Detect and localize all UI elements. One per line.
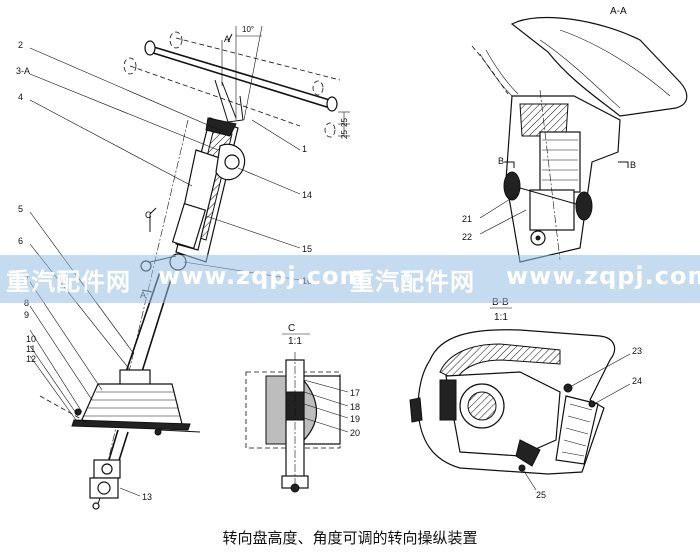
part-label-17: 17 — [350, 388, 360, 398]
part-label-19: 19 — [350, 414, 360, 424]
part-label-4: 4 — [18, 92, 23, 102]
section-bb-view — [409, 307, 631, 491]
part-label-10: 10 — [26, 334, 36, 344]
section-b-left-label: B — [498, 156, 504, 166]
part-label-24: 24 — [632, 376, 642, 386]
steering-wheel-main — [144, 40, 338, 123]
section-c-marker-label: C — [145, 210, 152, 220]
part-label-14: 14 — [302, 190, 312, 200]
part-label-20: 20 — [350, 428, 360, 438]
part-label-25: 25 — [536, 490, 546, 500]
part-label-3a: 3-A — [16, 66, 30, 76]
section-aa-view — [471, 16, 688, 263]
section-c-scale: 1:1 — [288, 336, 302, 347]
part-label-22: 22 — [462, 232, 472, 242]
watermark-text-1: 重汽配件网 — [6, 268, 131, 296]
watermark-text-2: www.zqpj.com — [158, 262, 366, 290]
column-upper-housing — [140, 117, 246, 272]
height-dim-1: 25 — [340, 118, 349, 127]
part-label-21: 21 — [462, 214, 472, 224]
lower-u-joint — [89, 429, 129, 510]
angle-dimension: 10° — [242, 25, 254, 34]
part-label-23: 23 — [632, 346, 642, 356]
main-side-view — [39, 25, 350, 510]
part-label-12: 12 — [26, 354, 36, 364]
steering-wheel-alt-positions — [123, 31, 341, 138]
watermark-text-4: www.zqpj.com — [506, 262, 700, 290]
section-a-top-label: A — [224, 34, 230, 44]
height-dim-2: 25 — [340, 130, 349, 139]
c-marker — [149, 207, 157, 232]
part-label-18: 18 — [350, 402, 360, 412]
rubber-boot — [39, 369, 201, 436]
part-label-15: 15 — [302, 244, 312, 254]
section-c-title: C — [288, 323, 295, 334]
part-label-1: 1 — [302, 144, 307, 154]
part-label-5: 5 — [18, 204, 23, 214]
section-c-view — [245, 333, 349, 493]
part-label-9: 9 — [24, 310, 29, 320]
part-label-6: 6 — [18, 236, 23, 246]
part-label-2: 2 — [18, 40, 23, 50]
watermark-text-3: 重汽配件网 — [350, 268, 475, 296]
part-label-11: 11 — [26, 344, 35, 354]
part-label-13: 13 — [142, 492, 152, 502]
section-b-right-label: B — [630, 160, 636, 170]
angle-construction — [221, 25, 350, 137]
section-bb-scale: 1:1 — [494, 312, 508, 323]
watermark-band — [0, 255, 700, 303]
part-label-8: 8 — [24, 298, 29, 308]
section-aa-title: A-A — [610, 6, 627, 17]
figure-caption: 转向盘高度、角度可调的转向操纵装置 — [222, 529, 478, 547]
